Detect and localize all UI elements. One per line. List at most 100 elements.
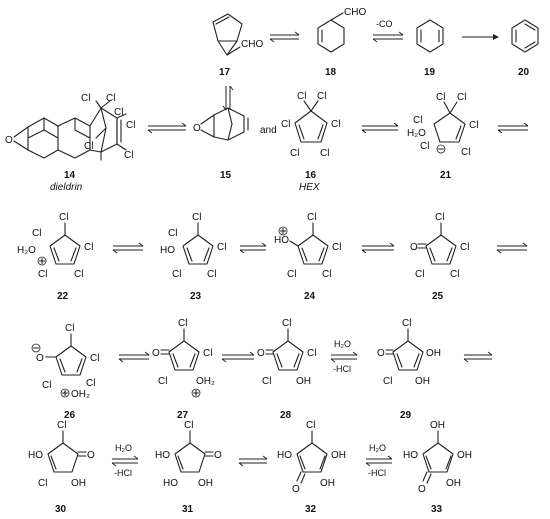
reaction-arrow	[462, 34, 499, 40]
atom-label: O	[257, 348, 265, 359]
atom-label: OH₂	[196, 376, 215, 387]
atom-label: Cl	[86, 378, 95, 389]
condition-label: H₂O	[115, 443, 132, 453]
hydrolysis-arrow: H₂O -HCl	[111, 443, 139, 478]
atom-label: Cl	[81, 93, 90, 104]
equilibrium-arrow	[269, 31, 300, 43]
atom-label: Cl	[84, 141, 93, 152]
compound-number: 23	[190, 291, 202, 302]
compound-15: O 15	[193, 107, 249, 181]
compound-31: Cl HO O HO OH 31	[155, 420, 222, 515]
atom-label: Cl	[290, 148, 299, 159]
compound-14: O Cl Cl Cl Cl Cl Cl 14 dieldrin	[5, 93, 135, 193]
atom-label: Cl	[450, 269, 459, 280]
compound-32: Cl HO OH O OH 32	[277, 420, 346, 515]
atom-label: Cl	[413, 115, 422, 126]
atom-label: Cl	[332, 242, 341, 253]
equilibrium-arrow	[112, 242, 144, 254]
atom-label: O	[377, 348, 385, 359]
compound-20: 20	[511, 19, 539, 78]
equilibrium-arrow	[238, 455, 268, 467]
compound-number: 19	[424, 67, 436, 78]
compound-number: 15	[220, 170, 232, 181]
compound-number: 32	[305, 504, 317, 515]
atom-label: OH	[426, 348, 441, 359]
atom-label: OH	[320, 478, 335, 489]
compound-number: 26	[64, 410, 76, 421]
compound-number: 20	[518, 67, 530, 78]
atom-label: Cl	[126, 120, 135, 131]
atom-label: Cl	[114, 107, 123, 118]
atom-label: OH	[446, 478, 461, 489]
compound-number: 21	[440, 170, 452, 181]
atom-label: Cl	[158, 376, 167, 387]
compound-name: HEX	[299, 182, 320, 193]
compound-30: Cl HO O Cl OH 30	[28, 420, 95, 515]
condition-label: H₂O	[369, 443, 386, 453]
atom-label: Cl	[322, 269, 331, 280]
decarbonylation-arrow: -CO	[372, 19, 404, 43]
compound-number: 31	[182, 504, 194, 515]
atom-label: Cl	[38, 478, 47, 489]
condition-label: -CO	[376, 19, 393, 29]
atom-label: Cl	[42, 380, 51, 391]
atom-label: HO	[403, 450, 418, 461]
atom-label: Cl	[461, 147, 470, 158]
atom-label: OH	[415, 376, 430, 387]
atom-label: HO	[28, 450, 43, 461]
equilibrium-arrow	[361, 242, 395, 254]
atom-label: OH	[71, 478, 86, 489]
compound-number: 17	[219, 67, 231, 78]
atom-label: Cl	[436, 92, 445, 103]
compound-19: 19	[416, 19, 444, 78]
atom-label: Cl	[57, 420, 66, 431]
condition-label: -HCl	[368, 468, 386, 478]
compound-number: 28	[280, 410, 292, 421]
atom-label: OH	[198, 478, 213, 489]
atom-label: O	[418, 484, 426, 495]
equilibrium-arrow	[239, 242, 267, 254]
compound-number: 33	[431, 504, 443, 515]
compound-24: Cl HO Cl Cl Cl 24	[274, 212, 341, 302]
compound-number: 16	[305, 170, 317, 181]
compound-27: Cl O Cl Cl OH₂ 27	[152, 318, 215, 421]
equilibrium-arrow	[147, 122, 187, 134]
compound-number: 22	[57, 291, 69, 302]
atom-label: Cl	[331, 119, 340, 130]
atom-label: Cl	[192, 212, 201, 223]
atom-label: OH	[457, 450, 472, 461]
atom-label: O	[214, 450, 222, 461]
compound-26: Cl O Cl Cl Cl OH₂ 26	[31, 323, 99, 421]
atom-label: Cl	[184, 420, 193, 431]
atom-label: Cl	[84, 242, 93, 253]
atom-label: Cl	[420, 141, 429, 152]
equilibrium-arrow	[222, 85, 234, 111]
atom-label: OH	[430, 420, 445, 431]
atom-label: O	[87, 450, 95, 461]
atom-label: OH	[296, 376, 311, 387]
atom-label: Cl	[469, 120, 478, 131]
equilibrium-arrow	[361, 122, 399, 134]
atom-label: Cl	[383, 376, 392, 387]
atom-label: OH	[331, 450, 346, 461]
atom-label: H₂O	[17, 245, 36, 256]
atom-label: H₂O	[407, 128, 426, 139]
atom-label: O	[410, 242, 418, 253]
compound-number: 25	[432, 291, 444, 302]
atom-label: Cl	[178, 318, 187, 329]
compound-33: OH HO OH O OH 33	[403, 420, 472, 515]
atom-label: HO	[277, 450, 292, 461]
compound-25: Cl O Cl Cl Cl 25	[410, 212, 469, 302]
compound-28: Cl O Cl Cl OH 28	[257, 318, 316, 421]
atom-label: HO	[155, 450, 170, 461]
compound-21: Cl Cl Cl Cl H₂O Cl Cl 21	[407, 92, 478, 181]
atom-label: Cl	[317, 91, 326, 102]
equilibrium-arrow	[496, 242, 528, 254]
compound-number: 14	[64, 170, 76, 181]
atom-label: Cl	[281, 119, 290, 130]
atom-label: Cl	[74, 269, 83, 280]
atom-label: OH₂	[71, 389, 90, 400]
equilibrium-arrow	[497, 122, 529, 134]
equilibrium-arrow	[221, 351, 255, 363]
